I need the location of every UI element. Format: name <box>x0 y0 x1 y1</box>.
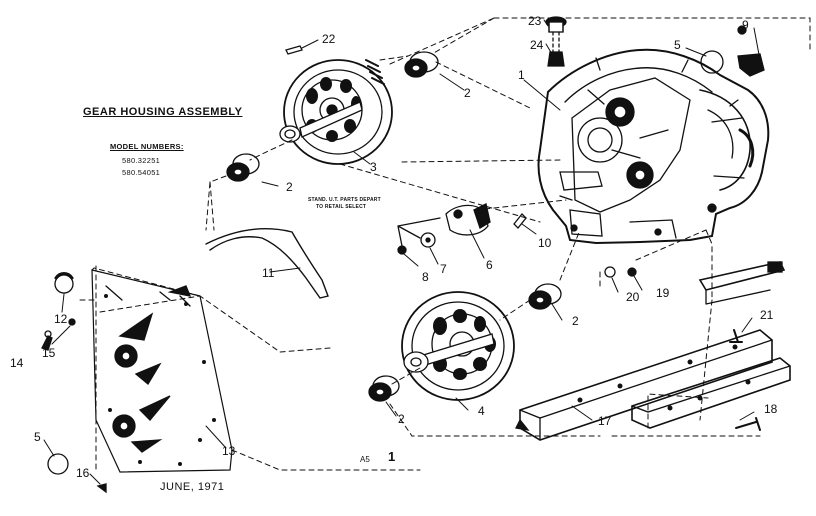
callout-10: 10 <box>538 236 552 250</box>
callout-11: 11 <box>262 266 275 280</box>
callout-22: 22 <box>322 32 336 46</box>
callout-24: 24 <box>530 38 544 52</box>
callout-14: 14 <box>10 356 24 370</box>
callout-21: 21 <box>760 308 774 322</box>
model-number: 580.32251 <box>122 156 161 165</box>
callout-8: 8 <box>422 270 429 284</box>
parts-note-line: TO RETAIL SELECT <box>316 204 367 210</box>
callout-17: 17 <box>598 414 612 428</box>
callout-9: 9 <box>742 18 749 32</box>
model-numbers-heading: MODEL NUMBERS: <box>110 142 184 151</box>
callout-23: 23 <box>528 14 542 28</box>
washer-part <box>604 266 616 278</box>
knob-part <box>545 16 567 67</box>
callout-12: 12 <box>54 312 68 326</box>
gasket-part <box>205 228 329 299</box>
callout-1: 1 <box>518 68 525 82</box>
bolt-part <box>735 417 761 431</box>
sheet-code: A5 <box>360 455 370 464</box>
callout-5: 5 <box>34 430 41 444</box>
callout-5: 5 <box>674 38 681 52</box>
cover-plate-part <box>91 269 233 473</box>
assembly-lines <box>79 17 811 471</box>
callout-7: 7 <box>440 262 447 276</box>
callout-16: 16 <box>76 466 90 480</box>
callout-4: 4 <box>478 404 485 418</box>
bearing-parts <box>226 51 562 402</box>
sheet-number: 1 <box>388 449 396 464</box>
parts-note-line: STAND. U.T. PARTS DEPART <box>308 197 381 203</box>
clip-part <box>737 53 765 77</box>
revision-date: JUNE, 1971 <box>160 481 225 493</box>
diagram-title: GEAR HOUSING ASSEMBLY <box>83 106 243 118</box>
callout-3: 3 <box>370 160 377 174</box>
callout-20: 20 <box>626 290 640 304</box>
callout-2: 2 <box>572 314 579 328</box>
callout-15: 15 <box>42 346 56 360</box>
gear-housing-part <box>537 48 770 245</box>
gear-assembly-upper <box>279 59 393 165</box>
callout-2: 2 <box>398 412 405 426</box>
callout-2: 2 <box>464 86 471 100</box>
leader-lines <box>43 19 761 485</box>
mounting-bracket-part <box>515 261 791 441</box>
disc-part-top <box>700 50 724 74</box>
callout-13: 13 <box>222 444 236 458</box>
small-hardware-left <box>41 272 107 494</box>
shifter-parts <box>397 203 491 255</box>
callout-6: 6 <box>486 258 493 272</box>
model-number: 580.54051 <box>122 168 161 177</box>
key-part <box>285 45 303 55</box>
callout-2: 2 <box>286 180 293 194</box>
bolt-part <box>729 329 743 343</box>
callout-18: 18 <box>764 402 778 416</box>
callout-19: 19 <box>656 286 670 300</box>
gear-assembly-lower <box>401 291 515 401</box>
